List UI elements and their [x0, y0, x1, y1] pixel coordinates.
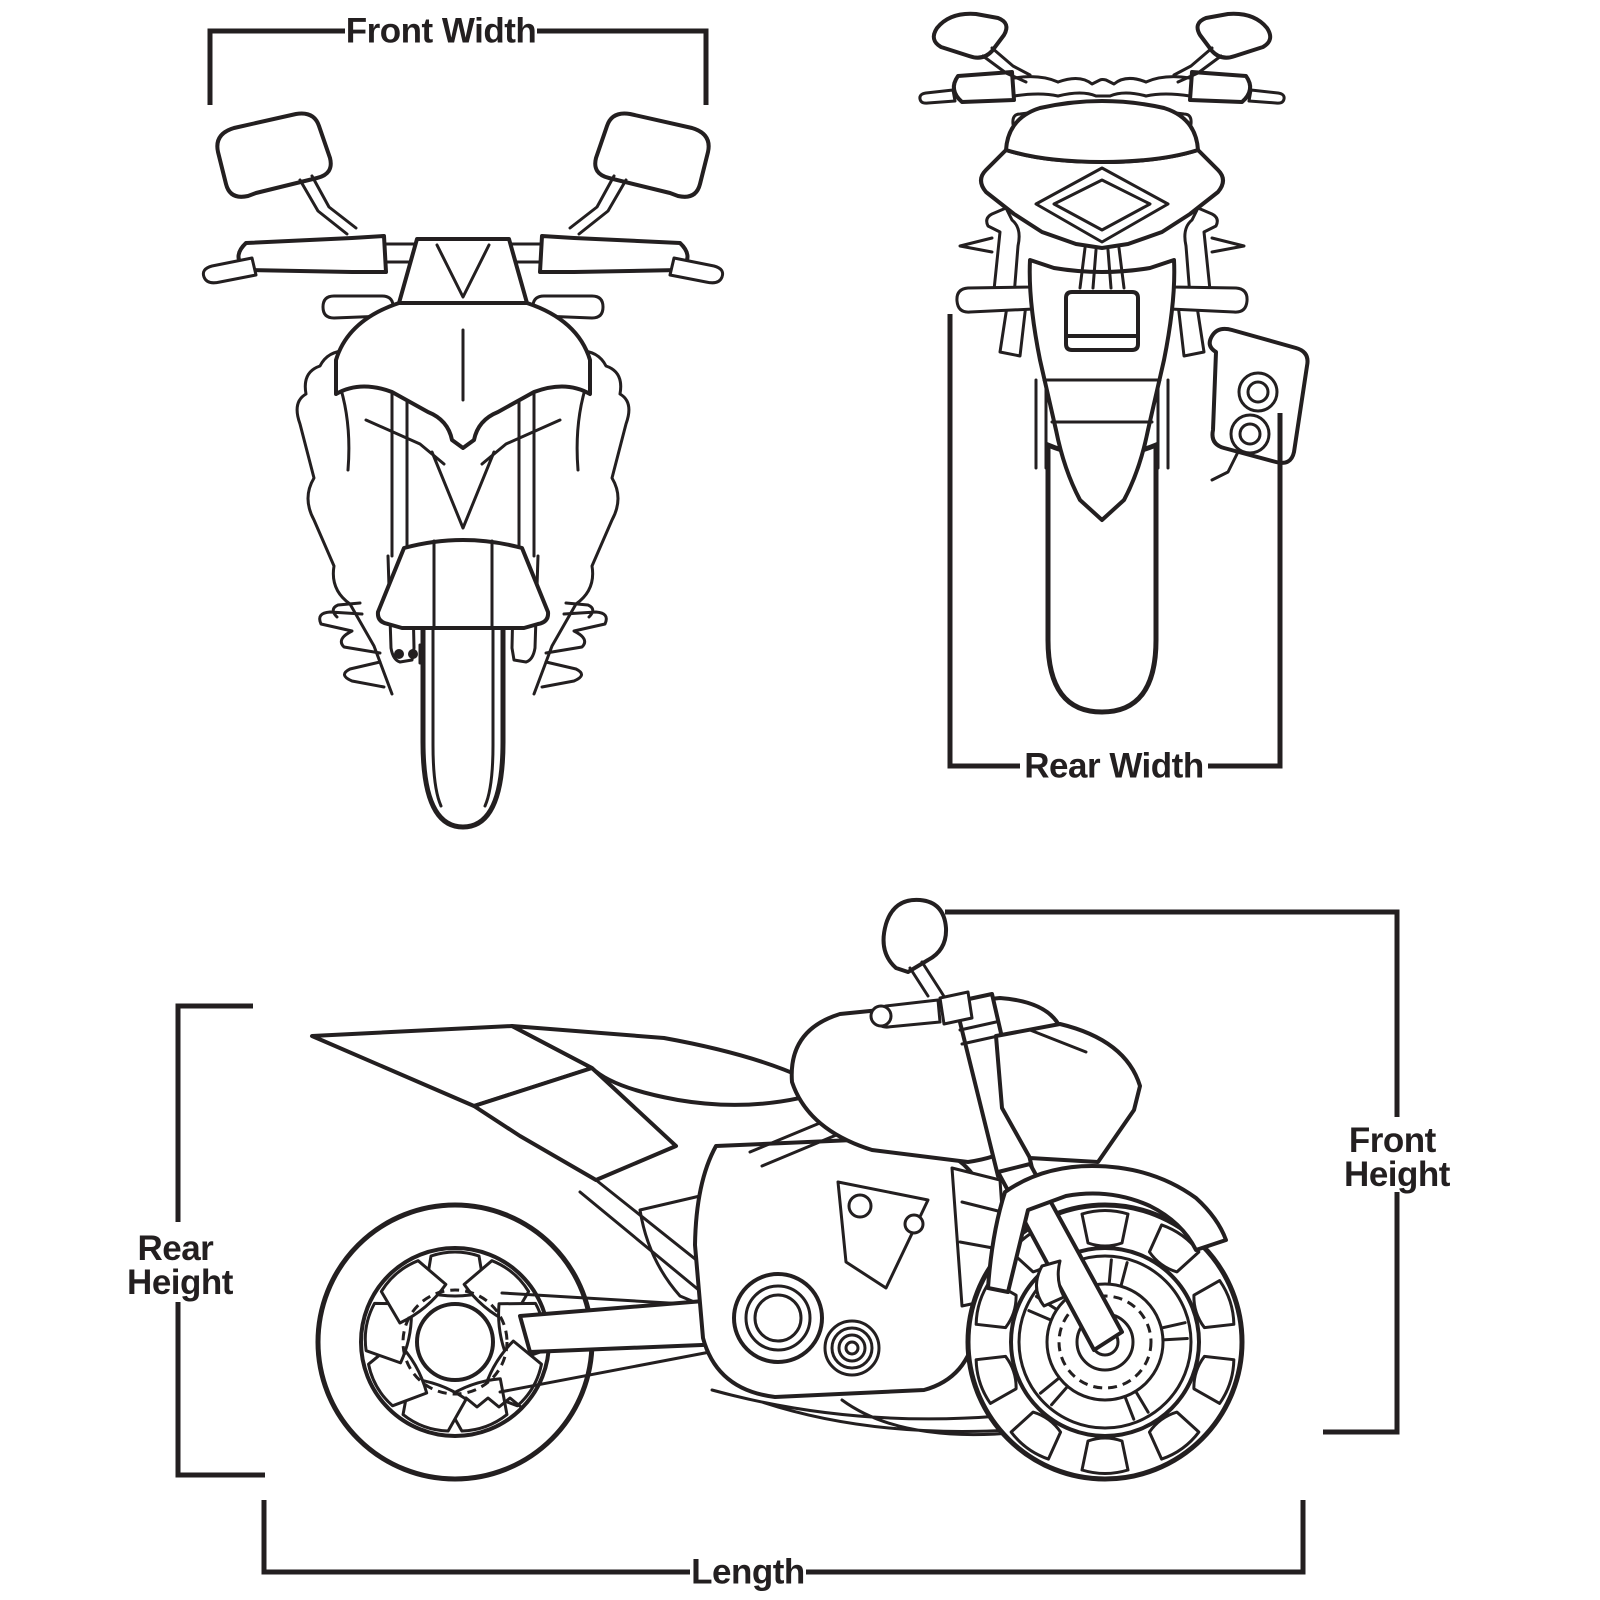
- bracket-line: [207, 28, 709, 105]
- clutch-cover: [732, 1272, 881, 1377]
- handlebar-grip: [951, 70, 1016, 104]
- front-fender: [375, 538, 551, 630]
- exhaust-muffler: [1207, 326, 1310, 482]
- mirror: [881, 897, 949, 974]
- brake-lever: [201, 256, 258, 285]
- mirror-stalk: [298, 174, 358, 236]
- seat: [510, 1024, 838, 1107]
- windscreen-vee: [435, 243, 491, 299]
- front-width-label: Front Width: [346, 12, 537, 51]
- triple-clamp: [958, 1020, 1000, 1046]
- tail-panel-lower: [472, 1066, 678, 1182]
- hanger-strap: [958, 206, 1028, 358]
- brake-lever: [918, 88, 957, 105]
- windscreen: [397, 237, 529, 305]
- exhaust-outlet-inner: [1246, 380, 1270, 404]
- side-view: Rear Height Front Height Length: [127, 897, 1451, 1592]
- exhaust-outlet: [1229, 413, 1271, 455]
- cover-ring: [753, 1293, 803, 1343]
- front-width-bracket: Front Width: [207, 12, 709, 105]
- taillight: [1034, 166, 1170, 244]
- rear-hub: [415, 1302, 495, 1382]
- mount-bolt: [903, 1213, 925, 1235]
- rear-left-half: [918, 11, 1068, 470]
- flyscreen-line: [1028, 1028, 1088, 1054]
- front-rim-inner: [1017, 1254, 1193, 1430]
- handlebar-grip: [236, 234, 388, 274]
- front-view-drawing: [201, 111, 725, 830]
- rear-height-label: Rear Height: [127, 1229, 234, 1302]
- mirror-stalk: [981, 46, 1032, 84]
- front-rim: [1009, 1246, 1201, 1438]
- idler-ring: [837, 1333, 867, 1363]
- idler-ring: [830, 1326, 874, 1370]
- length-label: Length: [691, 1553, 805, 1592]
- bracket-line: [261, 1500, 1306, 1575]
- bracket-line: [945, 909, 1400, 1435]
- fender-band: [432, 539, 494, 630]
- muffler-hanger: [1210, 450, 1240, 482]
- cover-ring: [744, 1284, 812, 1352]
- engine-side-detail: [318, 601, 386, 689]
- rear-wheel: [315, 1202, 595, 1482]
- bracket-line: [947, 314, 1283, 769]
- rear-height-bracket: Rear Height: [127, 1003, 265, 1478]
- front-height-bracket: Front Height: [945, 909, 1451, 1435]
- brake-caliper: [1035, 1259, 1066, 1308]
- side-view-drawing: [310, 897, 1245, 1482]
- tyre-sidewall: [431, 594, 495, 808]
- idler-ring: [844, 1340, 860, 1356]
- axle-bolt: [408, 649, 418, 659]
- master-cylinder: [938, 990, 974, 1026]
- fender-crease: [1042, 378, 1162, 424]
- belly-exhaust: [710, 1388, 1054, 1437]
- tail-cowl: [979, 148, 1225, 250]
- headlight-eyes: [364, 328, 562, 530]
- length-bracket: Length: [261, 1500, 1306, 1592]
- exhaust-outlet: [1237, 371, 1279, 413]
- disc-holes: [1057, 1294, 1153, 1390]
- axle-bolt: [394, 649, 404, 659]
- front-view: Front Width: [201, 12, 725, 830]
- bracket-line: [175, 1003, 265, 1478]
- rear-width-label: Rear Width: [1024, 747, 1203, 786]
- rear-width-bracket: Rear Width: [947, 314, 1283, 786]
- front-fender: [986, 1164, 1228, 1294]
- exhaust-outlet-inner: [1238, 422, 1262, 446]
- license-plate: [1064, 290, 1140, 352]
- undertail-stalks: [1078, 246, 1126, 290]
- rear-view: Rear Width: [918, 11, 1310, 786]
- seat-dome: [1004, 99, 1200, 164]
- sprocket: [401, 1288, 509, 1396]
- mirror: [215, 111, 333, 199]
- bar-end: [869, 1004, 893, 1028]
- rear-view-drawing: [918, 11, 1310, 715]
- side-shroud: [295, 349, 394, 696]
- handlebar-center: [1056, 77, 1148, 98]
- front-height-label: Front Height: [1344, 1121, 1451, 1194]
- mount-bolt: [847, 1193, 873, 1219]
- swingarm-edge: [1034, 378, 1048, 470]
- headlight-cowl: [994, 1022, 1142, 1164]
